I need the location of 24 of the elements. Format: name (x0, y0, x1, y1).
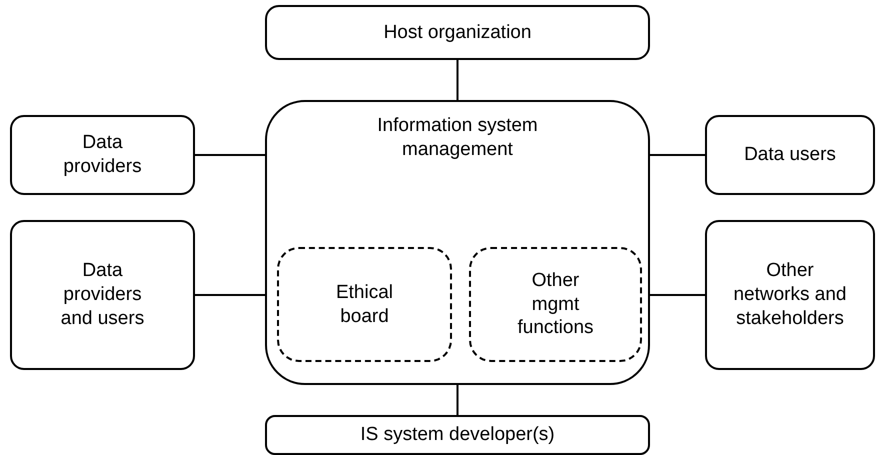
node-label: Data users (744, 143, 836, 167)
node-label: IS system developer(s) (360, 423, 555, 447)
rounded-box (10, 220, 195, 370)
connector-line (195, 154, 265, 156)
connector-line (650, 294, 705, 296)
node-label: Other mgmt functions (516, 268, 595, 340)
dashed-box (469, 247, 642, 362)
node-label: Host organization (384, 20, 532, 44)
rounded-box (705, 220, 875, 370)
rounded-box (705, 115, 875, 195)
node-label: Other networks and stakeholders (732, 259, 848, 331)
node-label: Data providers (62, 131, 143, 179)
connector-line (456, 385, 458, 415)
node-label: Information system management (376, 114, 539, 162)
rounded-box (10, 115, 195, 195)
rounded-box (265, 415, 650, 455)
connector-line (650, 154, 705, 156)
connector-line (456, 60, 458, 100)
node-label: Ethical board (334, 280, 394, 328)
rounded-panel (265, 100, 650, 385)
node-label: Data providers and users (60, 259, 146, 331)
rounded-box (265, 5, 650, 60)
connector-line (195, 294, 265, 296)
dashed-box (277, 247, 452, 362)
